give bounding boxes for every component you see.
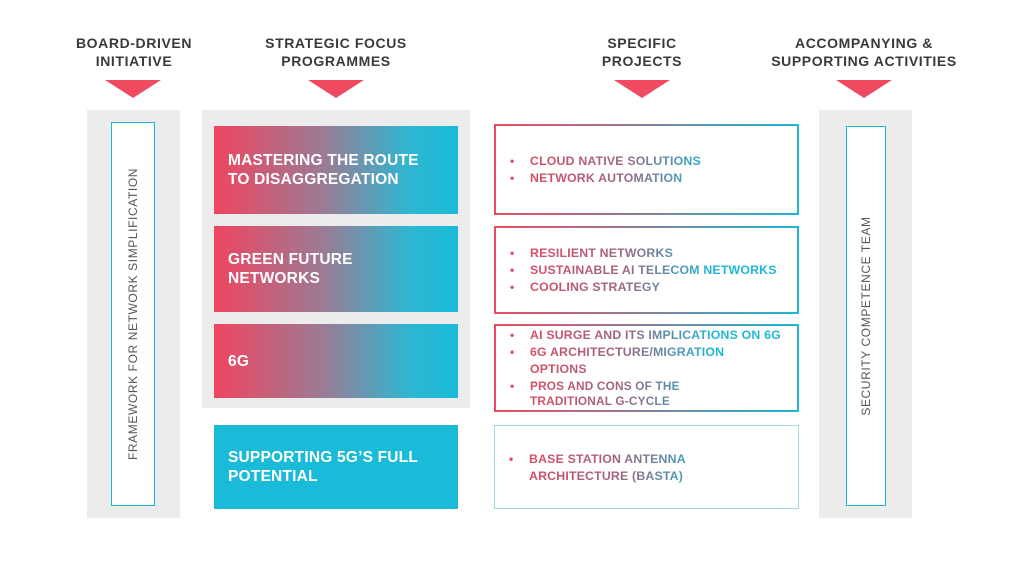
projects-box-green: • RESILIENT NETWORKS • SUSTAINABLE AI TELE…	[494, 226, 799, 314]
bullet-icon: •	[510, 279, 515, 294]
projects-box-6g: • AI SURGE AND ITS IMPLICATIONS ON 6G • 6G…	[494, 324, 799, 412]
programme-6g: 6G	[214, 324, 458, 398]
down-arrow-icon	[308, 80, 364, 98]
project-label: PROS AND CONS OF THE TRADITIONAL G-CYCLE	[530, 379, 680, 408]
programme-label: MASTERING THE ROUTE TO DISAGGREGATION	[228, 152, 419, 188]
list-item: • PROS AND CONS OF THE TRADITIONAL G-CYCL…	[510, 379, 783, 409]
programme-green-future-networks: GREEN FUTURE NETWORKS	[214, 226, 458, 312]
security-box: SECURITY COMPETENCE TEAM	[846, 126, 886, 506]
down-arrow-icon	[614, 80, 670, 98]
bullet-icon: •	[510, 262, 515, 277]
project-label: BASE STATION ANTENNA ARCHITECTURE (BASTA…	[529, 452, 686, 483]
project-label: AI SURGE AND ITS IMPLICATIONS ON 6G	[530, 328, 781, 342]
programme-disaggregation: MASTERING THE ROUTE TO DISAGGREGATION	[214, 126, 458, 214]
header-accompanying-supporting-activities: ACCOMPANYING & SUPPORTING ACTIVITIES	[771, 35, 957, 69]
programme-label: SUPPORTING 5G’S FULL POTENTIAL	[228, 449, 418, 485]
security-label: SECURITY COMPETENCE TEAM	[859, 216, 873, 416]
list-item: • BASE STATION ANTENNA ARCHITECTURE (BAST…	[509, 451, 784, 485]
project-label: COOLING STRATEGY	[530, 279, 661, 294]
list-item: • CLOUD NATIVE SOLUTIONS	[510, 153, 783, 170]
projects-box-disaggregation: • CLOUD NATIVE SOLUTIONS • NETWORK AUTOMAT…	[494, 124, 799, 215]
list-item: • RESILIENT NETWORKS	[510, 245, 783, 262]
left-panel: FRAMEWORK FOR NETWORK SIMPLIFICATION	[87, 110, 180, 518]
programme-label: GREEN FUTURE NETWORKS	[228, 251, 353, 287]
list-item: • SUSTAINABLE AI TELECOM NETWORKS	[510, 262, 783, 279]
framework-label: FRAMEWORK FOR NETWORK SIMPLIFICATION	[126, 167, 140, 461]
header-strategic-focus-programmes: STRATEGIC FOCUS PROGRAMMES	[265, 35, 407, 69]
list-item: • AI SURGE AND ITS IMPLICATIONS ON 6G	[510, 327, 783, 344]
header-specific-projects: SPECIFIC PROJECTS	[601, 35, 683, 69]
programme-5g-full-potential: SUPPORTING 5G’S FULL POTENTIAL	[214, 425, 458, 509]
project-label: RESILIENT NETWORKS	[530, 245, 673, 260]
bullet-icon: •	[510, 345, 515, 359]
bullet-icon: •	[510, 245, 515, 260]
list-item: • COOLING STRATEGY	[510, 279, 783, 296]
project-label: CLOUD NATIVE SOLUTIONS	[530, 153, 701, 168]
header-board-driven-initiative: BOARD-DRIVEN INITIATIVE	[75, 35, 193, 69]
list-item: • NETWORK AUTOMATION	[510, 170, 783, 187]
bullet-icon: •	[510, 328, 515, 342]
programme-label: 6G	[228, 352, 250, 370]
bullet-icon: •	[510, 170, 515, 185]
projects-box-5g: • BASE STATION ANTENNA ARCHITECTURE (BAST…	[494, 425, 799, 509]
down-arrow-icon	[836, 80, 892, 98]
project-label: SUSTAINABLE AI TELECOM NETWORKS	[530, 262, 777, 277]
down-arrow-icon	[105, 80, 161, 98]
bullet-icon: •	[510, 379, 515, 393]
right-panel: SECURITY COMPETENCE TEAM	[819, 110, 912, 518]
framework-box: FRAMEWORK FOR NETWORK SIMPLIFICATION	[111, 122, 155, 506]
project-label: NETWORK AUTOMATION	[530, 170, 683, 185]
bullet-icon: •	[510, 153, 515, 168]
bullet-icon: •	[509, 452, 514, 466]
project-label: 6G ARCHITECTURE/MIGRATION OPTIONS	[530, 345, 725, 376]
list-item: • 6G ARCHITECTURE/MIGRATION OPTIONS	[510, 344, 783, 378]
